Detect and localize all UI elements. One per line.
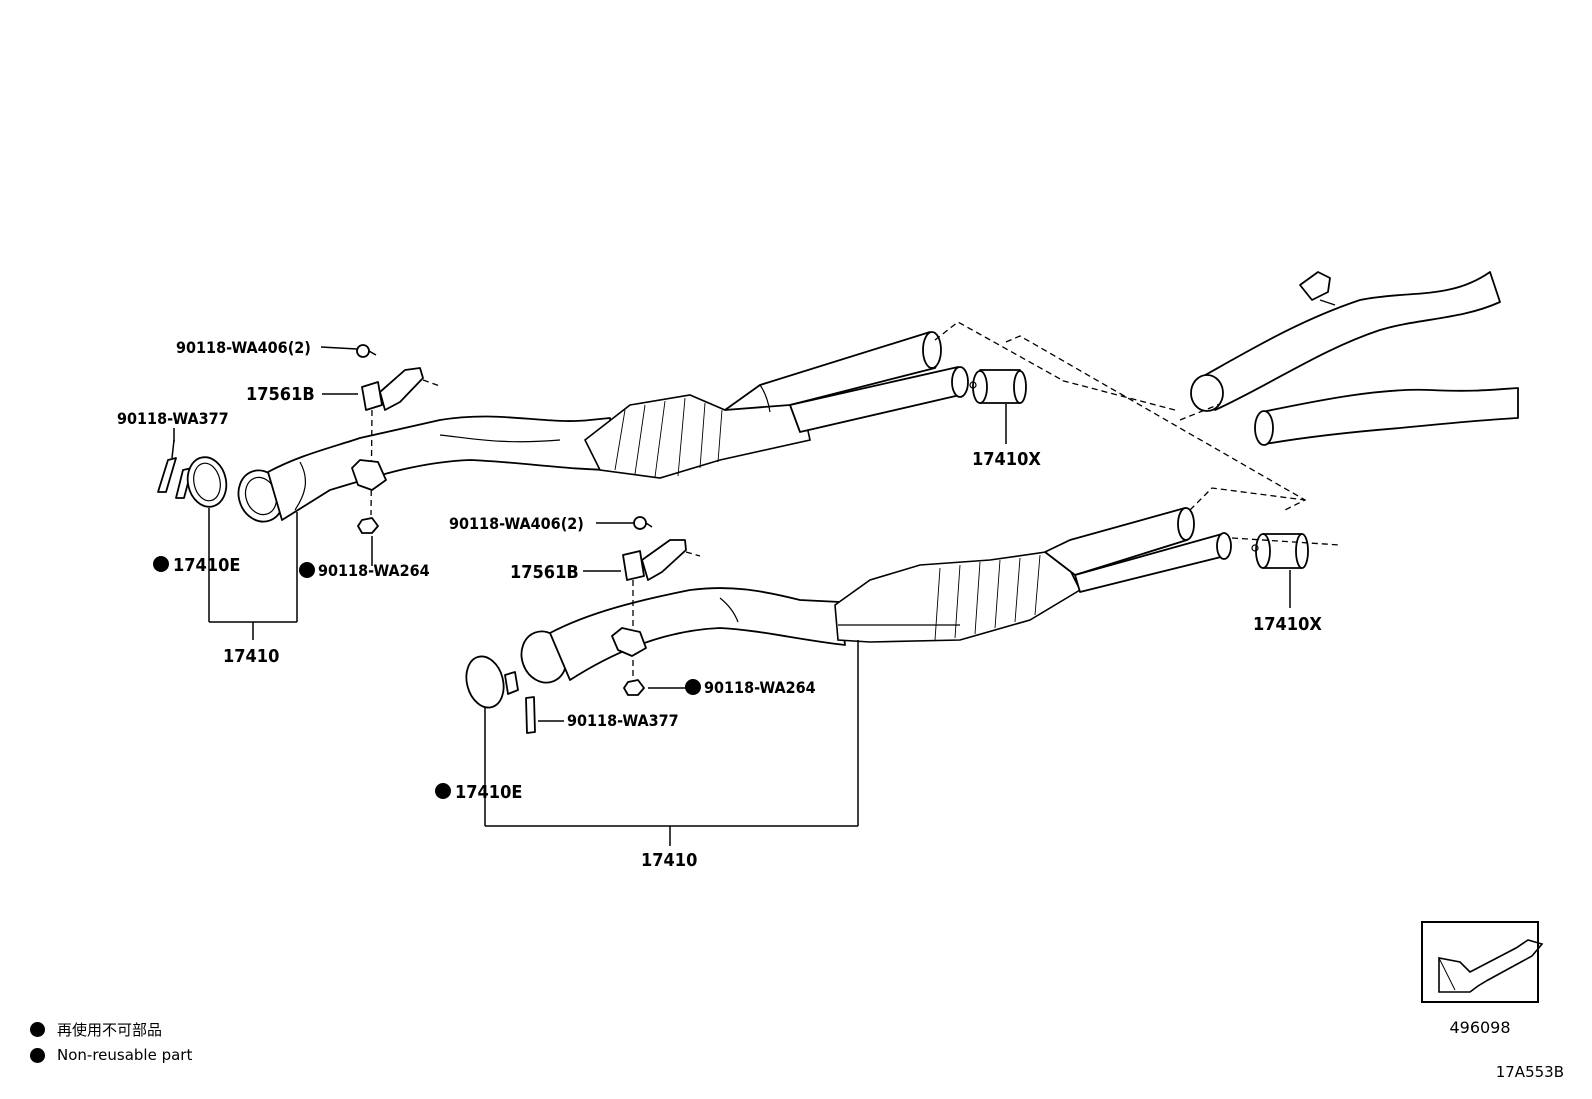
non-reusable-marker bbox=[435, 783, 451, 799]
upper-pipe-assembly bbox=[237, 331, 969, 523]
catalog-code: 17A553B bbox=[1495, 1063, 1564, 1081]
label-upper-assembly[interactable]: 17410 bbox=[223, 646, 279, 667]
lower-pipe-assembly bbox=[520, 507, 1232, 684]
label-upper-bracket[interactable]: 17561B bbox=[246, 384, 315, 405]
connection-dashes bbox=[934, 321, 1341, 546]
label-lower-bolt[interactable]: 90118-WA406(2) bbox=[449, 514, 584, 533]
label-lower-tail[interactable]: 17410X bbox=[1253, 614, 1322, 635]
label-lower-bracket[interactable]: 17561B bbox=[510, 562, 579, 583]
legend-row-en: Non-reusable part bbox=[30, 1042, 192, 1068]
part-labels: 90118-WA406(2) 17561B 90118-WA377 17410E… bbox=[117, 338, 1322, 871]
non-reusable-marker bbox=[30, 1047, 45, 1063]
label-lower-assembly[interactable]: 17410 bbox=[641, 850, 697, 871]
legend-text-en: Non-reusable part bbox=[57, 1046, 193, 1064]
figure-number: 496098 bbox=[1449, 1018, 1511, 1037]
non-reusable-marker bbox=[299, 562, 315, 578]
non-reusable-marker bbox=[30, 1021, 45, 1037]
label-lower-nut[interactable]: 90118-WA264 bbox=[704, 678, 816, 697]
label-lower-stud[interactable]: 90118-WA377 bbox=[567, 711, 679, 730]
vehicle-side-pipes bbox=[1190, 271, 1519, 446]
leader-lines bbox=[173, 346, 1291, 846]
legend-text-jp: 再使用不可部品 bbox=[57, 1020, 163, 1039]
label-upper-gasket[interactable]: 17410E bbox=[173, 555, 240, 576]
upper-hardware bbox=[157, 344, 1027, 534]
legend-row-jp: 再使用不可部品 bbox=[30, 1016, 192, 1042]
label-lower-gasket[interactable]: 17410E bbox=[455, 782, 522, 803]
non-reusable-marker bbox=[153, 556, 169, 572]
label-upper-tail[interactable]: 17410X bbox=[972, 449, 1041, 470]
label-upper-stud[interactable]: 90118-WA377 bbox=[117, 409, 229, 428]
reference-box bbox=[1421, 921, 1539, 1003]
label-upper-nut[interactable]: 90118-WA264 bbox=[318, 561, 430, 580]
legend: 再使用不可部品 Non-reusable part bbox=[30, 1016, 192, 1068]
lower-hardware bbox=[465, 516, 1309, 734]
label-upper-bolt[interactable]: 90118-WA406(2) bbox=[176, 338, 311, 357]
non-reusable-marker bbox=[685, 679, 701, 695]
